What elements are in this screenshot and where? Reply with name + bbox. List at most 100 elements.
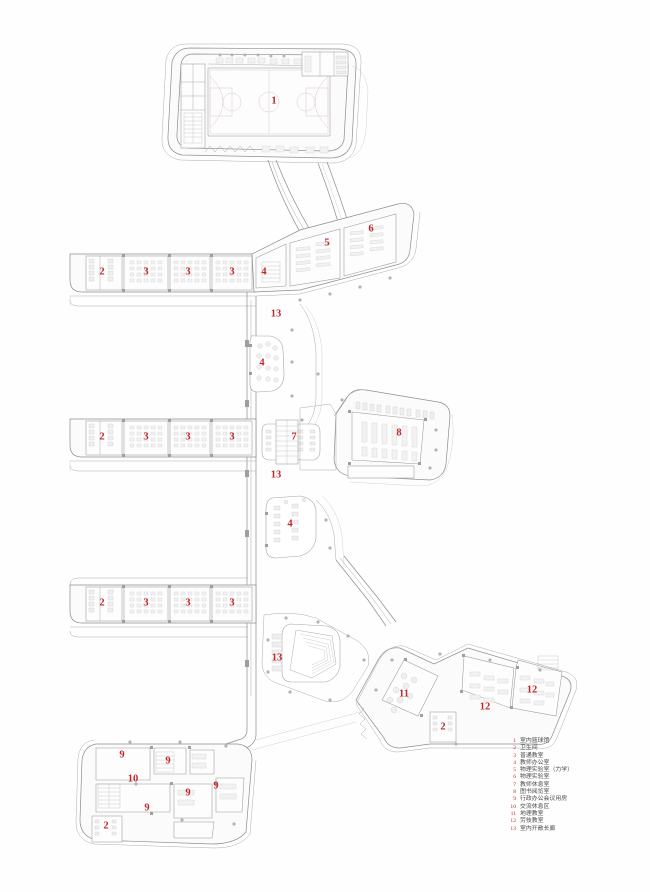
room-label-lounge-10: 10 bbox=[128, 773, 139, 784]
room-label-admin-2: 9 bbox=[165, 755, 170, 766]
legend-number: 9 bbox=[513, 796, 516, 803]
room-label-cls-n3: 3 bbox=[229, 266, 234, 277]
legend-label: 物理实验室（力学） bbox=[520, 767, 574, 774]
gym-north-seating bbox=[207, 53, 331, 67]
room-label-lounge: 7 bbox=[291, 431, 296, 442]
south-classroom-wing bbox=[69, 577, 257, 638]
legend-label: 室内篮球馆 bbox=[520, 738, 550, 744]
legend-label: 室内开敞长廊 bbox=[520, 825, 556, 832]
library-block bbox=[275, 389, 454, 487]
legend-label: 行政办公会议用房 bbox=[520, 796, 568, 803]
room-label-corr-s: 13 bbox=[272, 652, 283, 663]
lounge-area bbox=[95, 783, 171, 813]
room-label-admin-4: 9 bbox=[213, 780, 218, 791]
legend-item: 1 室内篮球馆 bbox=[505, 738, 645, 745]
art-tables-1 bbox=[469, 671, 509, 703]
room-label-cls-m2: 3 bbox=[185, 431, 190, 442]
wc-fixtures-north bbox=[88, 258, 114, 282]
room-label-art2: 12 bbox=[527, 684, 538, 695]
southwest-admin-wing bbox=[75, 739, 257, 849]
classroom-desks-n3 bbox=[215, 260, 249, 283]
legend-number: 2 bbox=[513, 745, 516, 752]
connector-bridge-north bbox=[267, 159, 348, 233]
gym-service-core bbox=[180, 63, 206, 149]
room-label-wc-m: 2 bbox=[99, 431, 104, 442]
legend-number: 7 bbox=[513, 781, 516, 788]
admin-room-1 bbox=[95, 747, 151, 781]
gym-ne-rooms bbox=[301, 51, 349, 77]
legend-label: 物理实验室 bbox=[520, 774, 550, 781]
lab-benches-5 bbox=[295, 241, 331, 273]
office-pod-lower bbox=[265, 495, 345, 567]
legend-number: 1 bbox=[513, 738, 516, 744]
legend-number: 10 bbox=[510, 803, 516, 810]
legend-number: 5 bbox=[513, 767, 516, 774]
legend-number: 4 bbox=[513, 759, 516, 766]
reading-tables bbox=[361, 421, 418, 462]
room-label-wc-n: 2 bbox=[99, 266, 104, 277]
room-label-lab-phys: 6 bbox=[368, 223, 373, 234]
legend-item: 3 普通教室 bbox=[505, 752, 645, 760]
legend-item: 10 交流休息区 bbox=[505, 803, 645, 811]
gymnasium-block bbox=[161, 43, 369, 164]
legend-number: 12 bbox=[510, 818, 516, 825]
legend-item: 5 物理实验室（力学） bbox=[505, 767, 645, 774]
legend-number: 13 bbox=[510, 825, 516, 832]
courtyard-upper bbox=[290, 303, 323, 437]
legend-item: 4 教师办公室 bbox=[505, 759, 645, 767]
legend-label: 卫生间 bbox=[520, 745, 538, 752]
room-label-corr-n: 13 bbox=[271, 308, 282, 319]
middle-classroom-wing bbox=[69, 418, 257, 472]
southeast-wing bbox=[355, 643, 578, 753]
room-label-admin-1: 9 bbox=[119, 749, 124, 760]
legend-number: 3 bbox=[513, 752, 516, 759]
room-label-office-n: 4 bbox=[261, 266, 267, 277]
room-label-wc-sw: 2 bbox=[103, 820, 108, 831]
room-label-wc-s: 2 bbox=[99, 597, 104, 608]
room-label-cls-s3: 3 bbox=[229, 597, 234, 608]
room-label-art1: 12 bbox=[480, 701, 491, 712]
room-label-cls-s1: 3 bbox=[143, 597, 148, 608]
room-label-office-pod1: 4 bbox=[259, 357, 265, 368]
room-label-cls-m1: 3 bbox=[143, 431, 148, 442]
room-label-library: 8 bbox=[396, 427, 401, 438]
room-label-cls-m3: 3 bbox=[229, 431, 234, 442]
legend-item: 13 室内开敞长廊 bbox=[505, 825, 645, 833]
legend-number: 11 bbox=[510, 810, 516, 817]
room-label-corr-m: 13 bbox=[271, 469, 282, 480]
room-label-gym: 1 bbox=[271, 95, 276, 106]
room-label-admin-3: 9 bbox=[185, 787, 190, 798]
room-label-cls-n1: 3 bbox=[143, 266, 148, 277]
site-lines bbox=[69, 296, 361, 751]
room-label-geo: 11 bbox=[399, 688, 409, 699]
office-pod-upper bbox=[249, 335, 285, 393]
legend-number: 8 bbox=[513, 789, 516, 796]
library-core bbox=[275, 403, 337, 471]
room-label-wc-se: 2 bbox=[440, 721, 445, 732]
room-label-admin-5: 9 bbox=[144, 802, 149, 813]
legend-label: 教师办公室 bbox=[520, 759, 550, 766]
link-southeast bbox=[335, 555, 397, 627]
amphitheatre-courtyard bbox=[261, 612, 369, 702]
art-tables-2 bbox=[519, 675, 555, 706]
legend-item: 12 劳技教室 bbox=[505, 818, 645, 825]
legend-label: 交流休息区 bbox=[520, 803, 550, 810]
legend-label: 劳技教室 bbox=[520, 818, 544, 825]
geography-tables bbox=[386, 672, 418, 714]
classroom-desks-n1 bbox=[129, 260, 163, 283]
legend-label: 教师休息室 bbox=[520, 781, 550, 788]
room-label-office-pod2: 4 bbox=[287, 518, 293, 529]
legend-label: 普通教室 bbox=[520, 752, 544, 759]
legend-label: 图书阅览室 bbox=[520, 789, 550, 796]
room-label-cls-s2: 3 bbox=[185, 597, 190, 608]
legend-item: 9 行政办公会议用房 bbox=[505, 796, 645, 803]
north-classroom-wing bbox=[69, 253, 257, 307]
gym-south-bleachers bbox=[204, 145, 329, 154]
classroom-desks-n2 bbox=[173, 260, 207, 283]
